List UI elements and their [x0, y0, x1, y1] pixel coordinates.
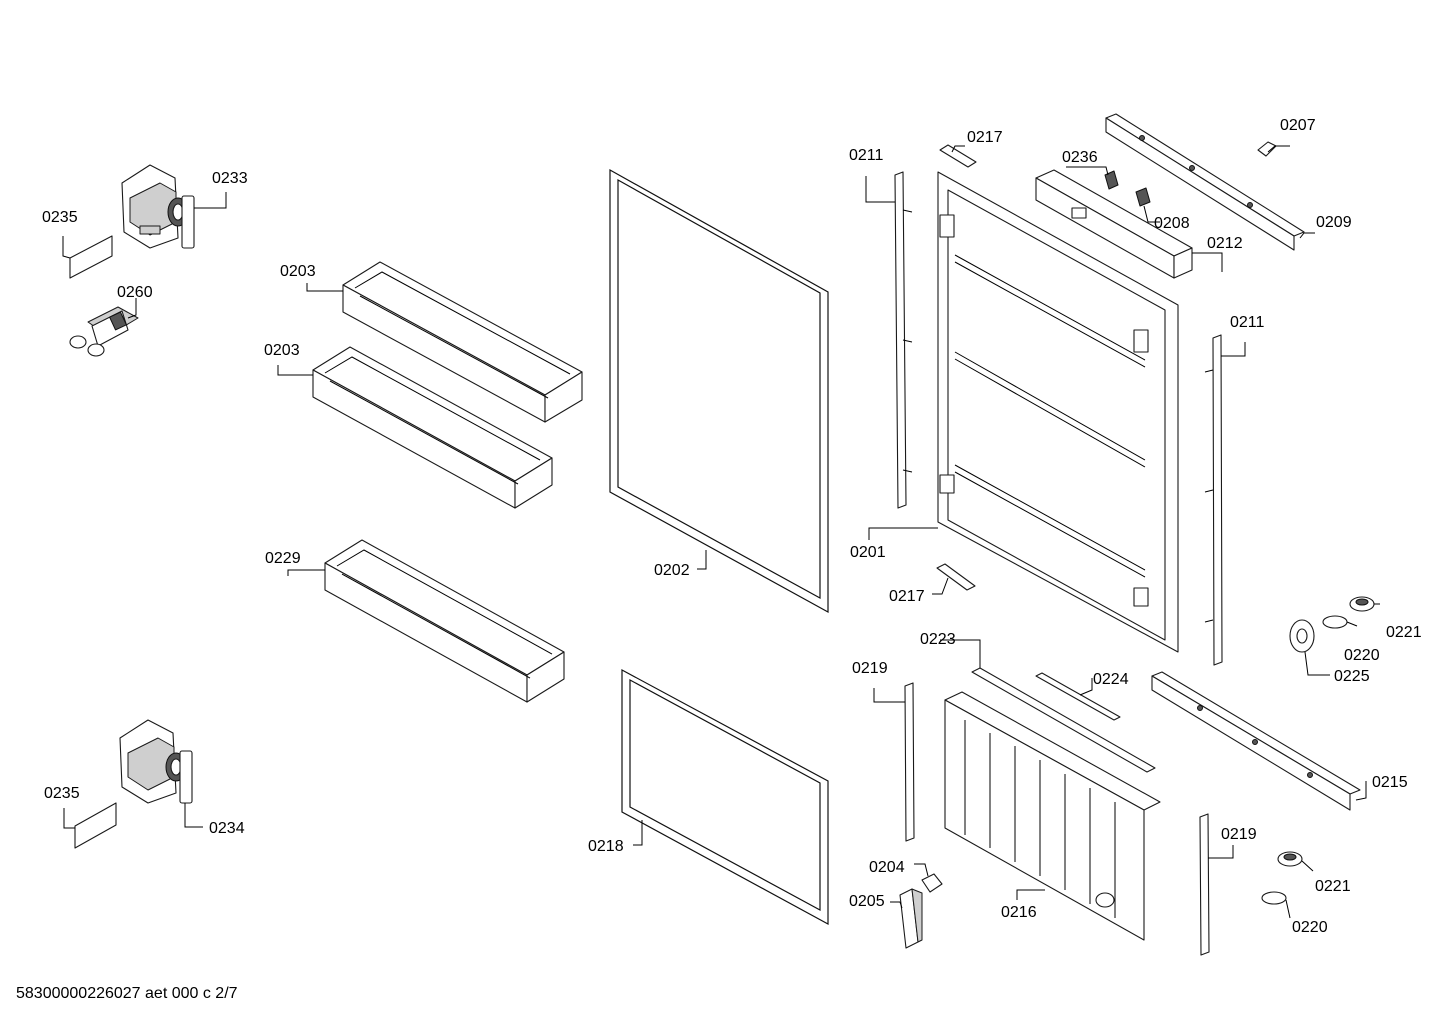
label-0221-upper: 0221 — [1386, 624, 1422, 641]
label-0207: 0207 — [1280, 117, 1316, 134]
label-0212: 0212 — [1207, 235, 1243, 252]
label-0201: 0201 — [850, 544, 886, 561]
part-0223-strip — [971, 667, 1156, 773]
part-0202-door-gasket — [609, 168, 829, 614]
label-0204: 0204 — [869, 859, 905, 876]
part-0219-rail-right — [1199, 813, 1210, 956]
label-0216: 0216 — [1001, 904, 1037, 921]
part-0208-block — [1135, 187, 1151, 207]
label-0211-upper: 0211 — [849, 147, 884, 164]
label-0221-lower: 0221 — [1315, 878, 1351, 895]
leader-lines — [62, 145, 1380, 919]
label-0211-right: 0211 — [1230, 314, 1265, 331]
part-0236-block — [1104, 170, 1119, 190]
label-0217-lower: 0217 — [889, 588, 925, 605]
document-code: 58300000226027 aet 000 c 2/7 — [16, 985, 238, 1002]
part-0218-door-gasket — [621, 668, 829, 926]
label-0234: 0234 — [209, 820, 245, 837]
part-0219-rail-left — [904, 682, 915, 842]
part-0216-freezer-door-liner — [944, 691, 1161, 941]
part-0205-bracket — [899, 888, 923, 949]
label-0233: 0233 — [212, 170, 248, 187]
part-0234-lower-hinge — [119, 719, 193, 804]
part-0220-washer-lower — [1261, 891, 1287, 905]
part-0217-clip-lower — [936, 563, 976, 591]
label-0220-lower: 0220 — [1292, 919, 1328, 936]
part-0211-door-rail-right — [1204, 334, 1223, 666]
part-0221-bush-upper — [1349, 596, 1375, 612]
part-number-labels: 0207 0209 0236 0208 0212 0217 0211 0211 … — [42, 117, 1422, 936]
label-0208: 0208 — [1154, 215, 1190, 232]
label-0205: 0205 — [849, 893, 885, 910]
part-0203-door-shelf-upper — [342, 261, 583, 423]
label-0235-lower: 0235 — [44, 785, 80, 802]
label-0220-upper: 0220 — [1344, 647, 1380, 664]
label-0219-right: 0219 — [1221, 826, 1257, 843]
part-0207-cap — [1257, 141, 1277, 157]
part-0201-door-liner — [937, 171, 1179, 653]
part-0221-bush-lower — [1277, 851, 1303, 867]
label-0225: 0225 — [1334, 668, 1370, 685]
label-0260: 0260 — [117, 284, 153, 301]
part-0209-top-rail — [1105, 113, 1305, 251]
label-0224: 0224 — [1093, 671, 1129, 688]
label-0223: 0223 — [920, 631, 956, 648]
label-0219-left: 0219 — [852, 660, 888, 677]
part-0220-washer-upper — [1322, 615, 1348, 629]
part-0224-strip — [1035, 672, 1121, 721]
label-0209: 0209 — [1316, 214, 1352, 231]
part-0211-door-rail-left — [894, 171, 913, 509]
label-0202: 0202 — [654, 562, 690, 579]
part-0235-label-upper — [69, 235, 113, 279]
label-0218: 0218 — [588, 838, 624, 855]
label-0236: 0236 — [1062, 149, 1098, 166]
part-0212-top-cover — [1035, 169, 1193, 279]
part-0225-washer — [1289, 619, 1315, 653]
label-0229: 0229 — [265, 550, 301, 567]
part-0233-upper-hinge — [121, 164, 195, 249]
part-0215-bottom-rail — [1151, 671, 1361, 811]
label-0215: 0215 — [1372, 774, 1408, 791]
label-0235-upper: 0235 — [42, 209, 78, 226]
part-0217-clip-upper — [939, 144, 977, 168]
label-0203-lower: 0203 — [264, 342, 300, 359]
part-0260-axle — [69, 306, 139, 357]
label-0203-upper: 0203 — [280, 263, 316, 280]
part-0235-label-lower — [74, 802, 117, 849]
part-0203-door-shelf-lower — [312, 346, 553, 509]
part-0229-door-shelf — [324, 539, 565, 703]
label-0217-upper: 0217 — [967, 129, 1003, 146]
part-0204-clip — [921, 873, 943, 893]
